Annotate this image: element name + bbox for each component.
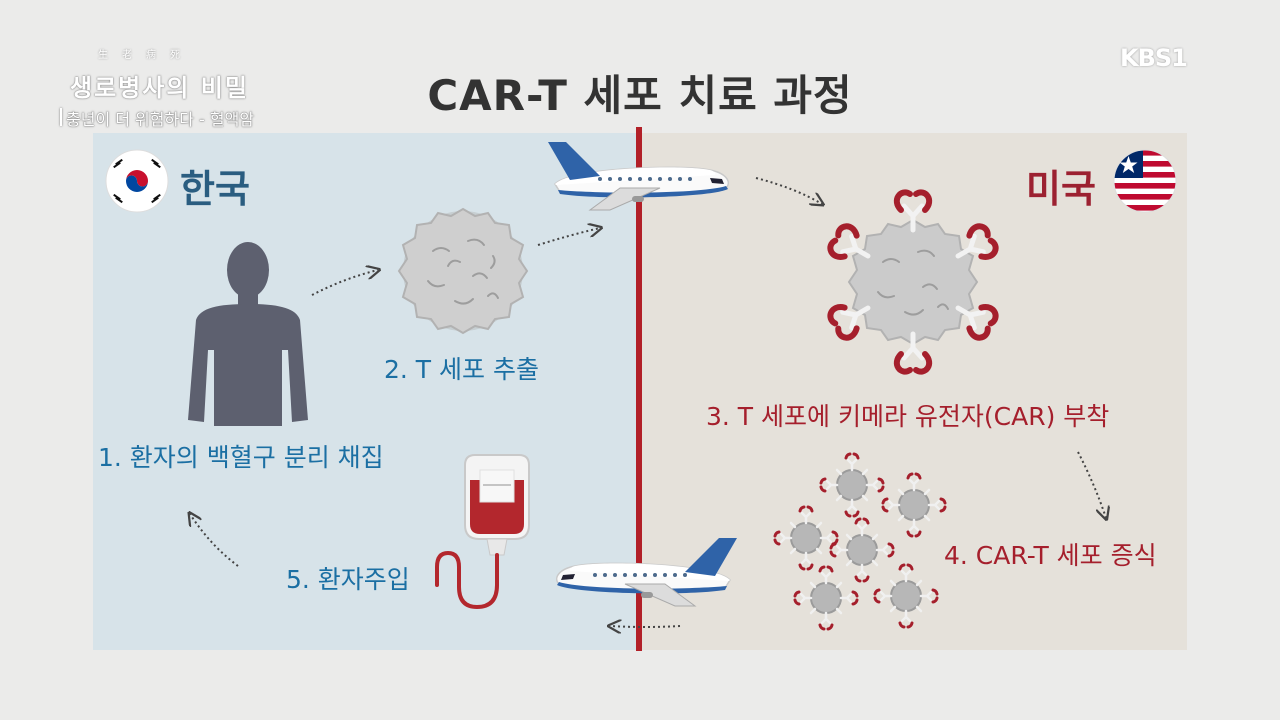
south-korea-flag-icon [106, 150, 168, 212]
person-silhouette-icon [188, 242, 308, 426]
car-t-cell-icon [827, 192, 998, 371]
dotted-arrow-icon [190, 178, 1106, 627]
t-cell-icon [399, 209, 527, 333]
airplane-icon [548, 142, 728, 210]
liberia-style-flag-icon [1114, 150, 1176, 212]
airplane-icon [557, 538, 737, 606]
blood-bag-icon [437, 455, 529, 607]
car-t-cell-cluster-icon [775, 454, 945, 629]
